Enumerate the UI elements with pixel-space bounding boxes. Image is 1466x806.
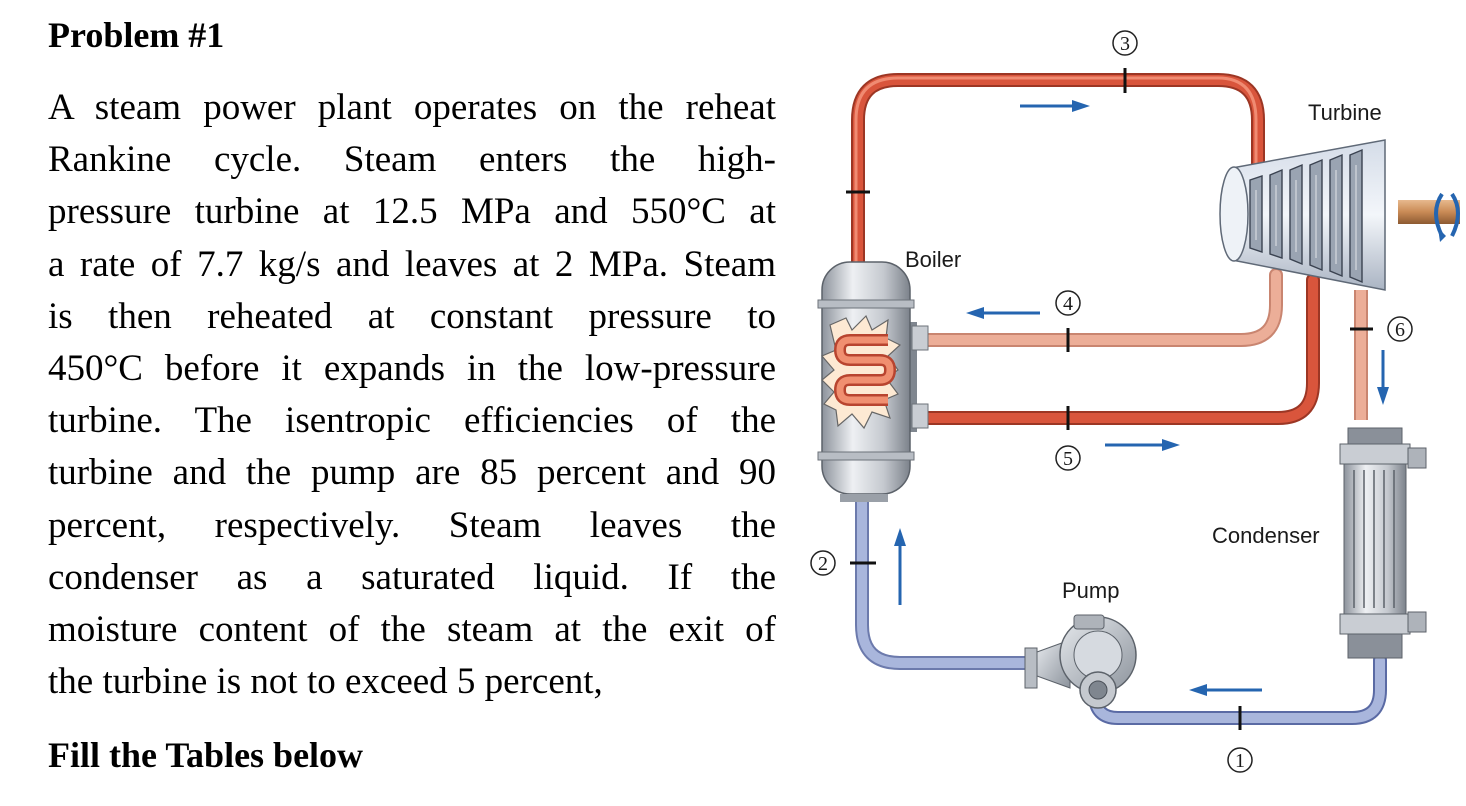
state-6-label: 6 — [1387, 316, 1413, 342]
svg-text:4: 4 — [1063, 293, 1073, 315]
pipe-3-steam-to-turbine — [851, 73, 1265, 282]
statement-line: the turbine is not to exceed 5 percent, — [48, 661, 603, 703]
svg-text:3: 3 — [1120, 33, 1130, 55]
pump — [1024, 614, 1137, 709]
turbine-label: Turbine — [1308, 100, 1382, 125]
pump-label: Pump — [1062, 578, 1119, 603]
problem-statement: A steam power plant operates on the rehe… — [48, 82, 776, 708]
statement-line: a rate of 7.7 kg/s and leaves at 2 MPa. … — [48, 243, 776, 285]
state-markers — [846, 68, 1373, 730]
turbine — [1219, 139, 1460, 291]
pipe-5-boiler-to-turbine — [918, 273, 1320, 425]
state-2-label: 2 — [810, 550, 836, 576]
flow-arrow-left-4 — [966, 307, 1040, 319]
flow-arrow-right-top — [1020, 100, 1090, 112]
svg-text:5: 5 — [1063, 448, 1073, 470]
statement-line: turbine. The isentropic efficiencies of … — [48, 400, 776, 442]
statement-line: A steam power plant operates on the rehe… — [48, 87, 776, 128]
statement-line: percent, respectively. Steam leaves the — [48, 504, 776, 546]
problem-title: Problem #1 — [48, 15, 225, 55]
statement-line: moisture content of the steam at the exi… — [48, 608, 776, 650]
flow-arrow-right-5 — [1105, 439, 1180, 451]
state-5-label: 5 — [1055, 445, 1081, 471]
statement-line: pressure turbine at 12.5 MPa and 550°C a… — [48, 191, 776, 233]
statement-line: is then reheated at constant pressure to — [48, 295, 776, 337]
state-labels: 3 4 5 6 1 2 — [810, 30, 1413, 773]
flow-arrow-down-6 — [1377, 350, 1389, 405]
pipe-4-turbine-to-boiler — [918, 268, 1283, 347]
statement-line: Rankine cycle. Steam enters the high- — [48, 139, 776, 181]
state-4-label: 4 — [1055, 290, 1081, 316]
flow-arrow-up-2 — [894, 528, 906, 605]
fill-tables-heading: Fill the Tables below — [48, 735, 364, 775]
svg-text:2: 2 — [818, 553, 828, 575]
state-1-label: 1 — [1227, 747, 1253, 773]
condenser — [1339, 427, 1427, 659]
statement-line: turbine and the pump are 85 percent and … — [48, 452, 776, 494]
condenser-label: Condenser — [1212, 523, 1320, 548]
svg-text:6: 6 — [1395, 319, 1405, 341]
statement-line: 450°C before it expands in the low-press… — [48, 347, 776, 389]
boiler — [817, 261, 929, 502]
pipe-2-pump-to-boiler — [855, 485, 1037, 670]
flow-arrows — [894, 100, 1389, 696]
boiler-label: Boiler — [905, 247, 961, 272]
state-3-label: 3 — [1112, 30, 1138, 56]
flow-arrow-left-1 — [1189, 684, 1262, 696]
svg-text:1: 1 — [1235, 750, 1245, 772]
statement-line: condenser as a saturated liquid. If the — [48, 556, 776, 598]
